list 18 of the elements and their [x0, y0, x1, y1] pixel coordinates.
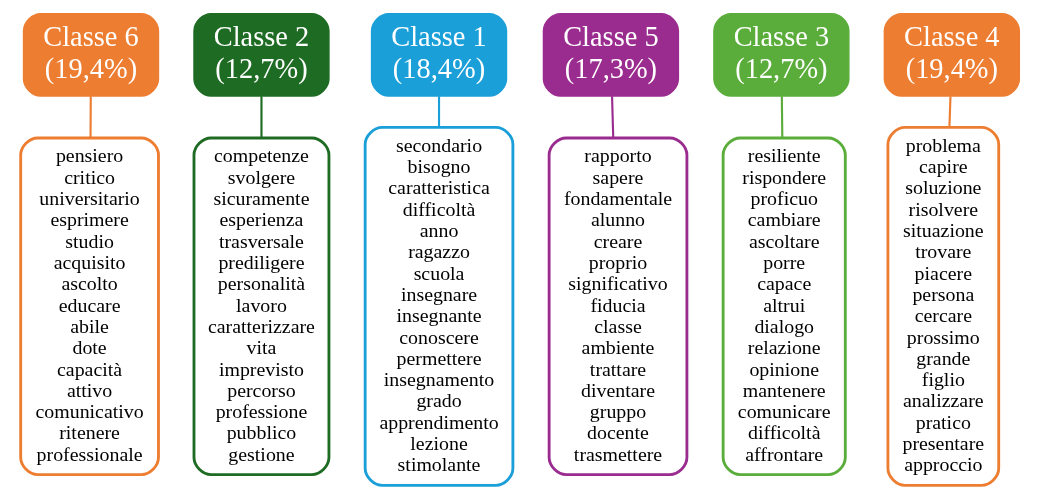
node-box: pensiero critico universitario esprimere studio acquisito ascolto educare abile dote capacità attivo comunicativo ritenere professionale	[18, 136, 160, 477]
connector	[259, 96, 263, 138]
node-box: Classe 4 (19,4%)	[883, 13, 1020, 97]
connector	[947, 96, 952, 127]
node-box: secondario bisogno caratteristica difficoltà anno ragazzo scuola insegnare insegnante conoscere permettere insegnamento grado apprendimento lezione stimolante	[363, 125, 514, 487]
node-box: resiliente rispondere proficuo cambiare ascoltare porre capace altrui dialogo relazione opinione mantenere comunicare difficoltà affrontare	[721, 136, 847, 477]
node-box: Classe 6 (19,4%)	[22, 13, 159, 97]
connector	[610, 96, 614, 138]
connector	[437, 96, 440, 127]
node-box: rapporto sapere fondamentale alunno creare proprio significativo fiducia classe ambiente trattare diventare gruppo docente trasmettere	[547, 136, 688, 477]
node-box: Classe 3 (12,7%)	[712, 13, 850, 97]
node-box: Classe 1 (18,4%)	[370, 13, 507, 97]
node-box: Classe 2 (12,7%)	[192, 13, 330, 97]
node-box: Classe 5 (17,3%)	[542, 13, 679, 97]
connector	[88, 96, 92, 138]
node-box: competenze svolgere sicuramente esperienza trasversale prediligere personalità lavoro caratterizzare vita imprevisto percorso professione pubblico gestione	[192, 136, 330, 477]
connector	[780, 96, 783, 138]
node-box: problema capire soluzione risolvere situazione trovare piacere persona cercare prossimo grande figlio analizzare pratico presentare approccio	[886, 125, 1000, 487]
